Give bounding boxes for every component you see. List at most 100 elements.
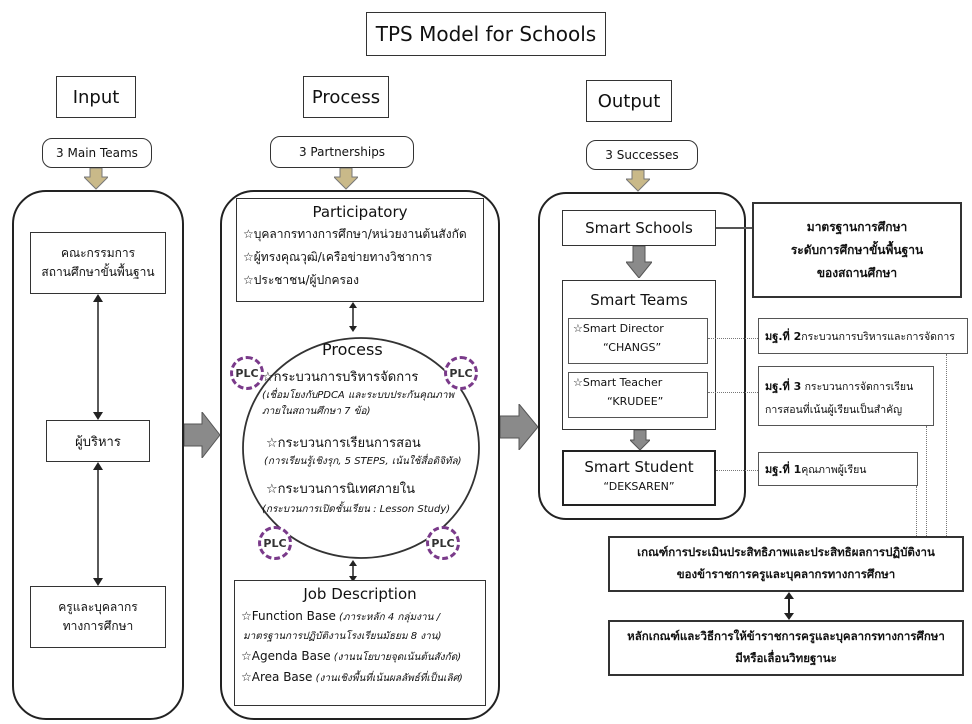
- input-committee-box: คณะกรรมการ สถานศึกษาขั้นพื้นฐาน: [30, 232, 166, 294]
- input-down-arrow-icon: [84, 168, 108, 190]
- job-description-box: Job Description ☆Function Base (ภาระหลัก…: [234, 580, 486, 706]
- evaluation-line-1: เกณฑ์การประเมินประสิทธิภาพและประสิทธิผลก…: [637, 545, 935, 559]
- evaluation-criteria-box: เกณฑ์การประเมินประสิทธิภาพและประสิทธิผลก…: [608, 536, 964, 592]
- smart-teacher-box: ☆Smart Teacher “KRUDEE”: [568, 372, 708, 418]
- job-item-1: ☆Function Base (ภาระหลัก 4 กลุ่มงาน /: [241, 609, 485, 625]
- input-double-arrow-1-icon: [93, 294, 103, 420]
- job-item-3-sub: (งานเชิงพื้นที่เน้นผลลัพธ์ที่เป็นเลิศ): [312, 673, 463, 684]
- smart-student-code: “DEKSAREN”: [603, 480, 675, 493]
- plc-label-4: PLC: [431, 536, 455, 550]
- smart-teacher-label: ☆Smart Teacher: [573, 376, 663, 389]
- standard-2-code: มฐ.ที่ 2: [765, 330, 802, 343]
- input-double-arrow-2-icon: [93, 462, 103, 586]
- standard-3-code: มฐ.ที่ 3: [765, 380, 802, 393]
- teachers-line-2: ทางการศึกษา: [62, 619, 134, 633]
- plc-label-2: PLC: [449, 366, 473, 380]
- standards-header-box: มาตรฐานการศึกษา ระดับการศึกษาขั้นพื้นฐาน…: [752, 202, 962, 298]
- cycle-item-1-main: ☆กระบวนการบริหารจัดการ: [262, 370, 419, 385]
- input-header-text: Input: [72, 86, 120, 108]
- plc-label-3: PLC: [263, 536, 287, 550]
- schools-standards-connector: [716, 227, 754, 229]
- participatory-title: Participatory: [312, 203, 408, 221]
- teams-student-arrow-icon: [630, 430, 650, 450]
- committee-line-2: สถานศึกษาขั้นพื้นฐาน: [41, 265, 155, 279]
- cycle-item-3-sub-1: (กระบวนการเปิดชั้นเรียน : Lesson Study): [262, 504, 451, 515]
- process-subheader-text: 3 Partnerships: [298, 145, 386, 159]
- standard-2-text: กระบวนการบริหารและการจัดการ: [801, 330, 955, 343]
- cycle-item-3-main: ☆กระบวนการนิเทศภายใน: [266, 482, 415, 497]
- schools-teams-arrow-icon: [626, 246, 652, 278]
- std2-eval-connector: [946, 354, 947, 536]
- smart-teacher-code: “KRUDEE”: [607, 395, 664, 408]
- participatory-item-3: ☆ประชาชน/ผู้ปกครอง: [243, 273, 359, 287]
- promotion-line-1: หลักเกณฑ์และวิธีการให้ข้าราชการครูและบุค…: [627, 629, 945, 643]
- committee-line-1: คณะกรรมการ: [60, 246, 136, 260]
- cycle-job-arrow-icon: [349, 560, 357, 582]
- participatory-cycle-arrow-icon: [349, 302, 357, 332]
- job-item-3-main: ☆Area Base: [241, 670, 313, 684]
- plc-label-1: PLC: [235, 366, 259, 380]
- cycle-item-2-sub-1: (การเรียนรู้เชิงรุก, 5 STEPS, เน้นใช้สื่…: [264, 456, 462, 467]
- smart-teams-title: Smart Teams: [590, 291, 688, 309]
- input-teachers-box: ครูและบุคลากร ทางการศึกษา: [30, 586, 166, 648]
- standard-3-box: มฐ.ที่ 3 กระบวนการจัดการเรียน การสอนที่เ…: [758, 366, 934, 426]
- std1-eval-connector: [916, 486, 917, 536]
- cycle-item-1-sub-2: ภายในสถานศึกษา 7 ข้อ): [262, 406, 371, 417]
- promotion-line-2: มีหรือเลื่อนวิทยฐานะ: [735, 651, 837, 665]
- smart-student-box: Smart Student “DEKSAREN”: [562, 450, 716, 506]
- output-header: Output: [586, 80, 672, 122]
- output-header-text: Output: [597, 90, 661, 112]
- process-cycle-ring: [242, 337, 480, 559]
- process-header-text: Process: [311, 86, 381, 108]
- cycle-title: Process: [322, 340, 383, 359]
- job-item-1-sub: (ภาระหลัก 4 กลุ่มงาน /: [335, 612, 441, 623]
- smart-director-box: ☆Smart Director “CHANGS”: [568, 318, 708, 364]
- plc-badge-top-right: PLC: [444, 356, 478, 390]
- process-subheader: 3 Partnerships: [270, 136, 414, 168]
- participatory-item-2: ☆ผู้ทรงคุณวุฒิ/เครือข่ายทางวิชาการ: [243, 250, 433, 264]
- standard-1-code: มฐ.ที่ 1: [765, 463, 802, 476]
- job-item-2: ☆Agenda Base (งานนโยบายจุดเน้นต้นสังกัด): [241, 649, 485, 665]
- job-item-2-main: ☆Agenda Base: [241, 649, 331, 663]
- output-subheader-text: 3 Successes: [605, 148, 679, 162]
- output-down-arrow-icon: [626, 170, 650, 192]
- output-subheader: 3 Successes: [586, 140, 698, 170]
- smart-schools-text: Smart Schools: [585, 219, 693, 237]
- diagram-title: TPS Model for Schools: [366, 12, 606, 56]
- director-std2-connector: [708, 338, 758, 339]
- process-header: Process: [303, 76, 389, 118]
- smart-director-code: “CHANGS”: [603, 341, 662, 354]
- student-std1-connector: [716, 470, 758, 471]
- promotion-criteria-box: หลักเกณฑ์และวิธีการให้ข้าราชการครูและบุค…: [608, 620, 964, 676]
- job-item-3: ☆Area Base (งานเชิงพื้นที่เน้นผลลัพธ์ที่…: [241, 670, 485, 686]
- job-item-1b: มาตรฐานการปฏิบัติงานโรงเรียนมัธยม 8 งาน): [243, 631, 442, 642]
- teachers-line-1: ครูและบุคลากร: [58, 600, 138, 614]
- smart-schools-box: Smart Schools: [562, 210, 716, 246]
- smart-student-label: Smart Student: [584, 458, 694, 476]
- job-item-2-sub: (งานนโยบายจุดเน้นต้นสังกัด): [330, 652, 462, 663]
- process-to-output-arrow-icon: [500, 404, 538, 450]
- standard-3-text-line-2: การสอนที่เน้นผู้เรียนเป็นสำคัญ: [765, 404, 903, 416]
- plc-badge-top-left: PLC: [230, 356, 264, 390]
- input-admin-box: ผู้บริหาร: [46, 420, 150, 462]
- standards-header-line-1: มาตรฐานการศึกษา: [806, 219, 908, 234]
- cycle-item-2-main: ☆กระบวนการเรียนการสอน: [266, 436, 421, 451]
- participatory-box: Participatory ☆บุคลากรทางการศึกษา/หน่วยง…: [236, 198, 484, 302]
- job-title: Job Description: [303, 585, 417, 603]
- evaluation-line-2: ของข้าราชการครูและบุคลากรทางการศึกษา: [676, 567, 896, 581]
- admin-text: ผู้บริหาร: [75, 434, 121, 450]
- job-item-1-main: ☆Function Base: [241, 609, 336, 623]
- cycle-item-1-sub-1: (เชื่อมโยงกับPDCA และระบบประกันคุณภาพ: [262, 390, 455, 401]
- smart-director-label: ☆Smart Director: [573, 322, 664, 335]
- input-subheader-text: 3 Main Teams: [56, 146, 138, 160]
- std3-eval-connector: [926, 426, 927, 536]
- participatory-item-1: ☆บุคลากรทางการศึกษา/หน่วยงานต้นสังกัด: [243, 227, 467, 241]
- standards-header-line-2: ระดับการศึกษาขั้นพื้นฐาน: [790, 242, 924, 257]
- standard-3-text: กระบวนการจัดการเรียน: [801, 381, 914, 393]
- standard-1-text: คุณภาพผู้เรียน: [801, 463, 867, 476]
- input-to-process-arrow-icon: [184, 412, 220, 458]
- input-subheader: 3 Main Teams: [42, 138, 152, 168]
- standard-2-box: มฐ.ที่ 2 กระบวนการบริหารและการจัดการ: [758, 318, 968, 354]
- plc-badge-bottom-left: PLC: [258, 526, 292, 560]
- plc-badge-bottom-right: PLC: [426, 526, 460, 560]
